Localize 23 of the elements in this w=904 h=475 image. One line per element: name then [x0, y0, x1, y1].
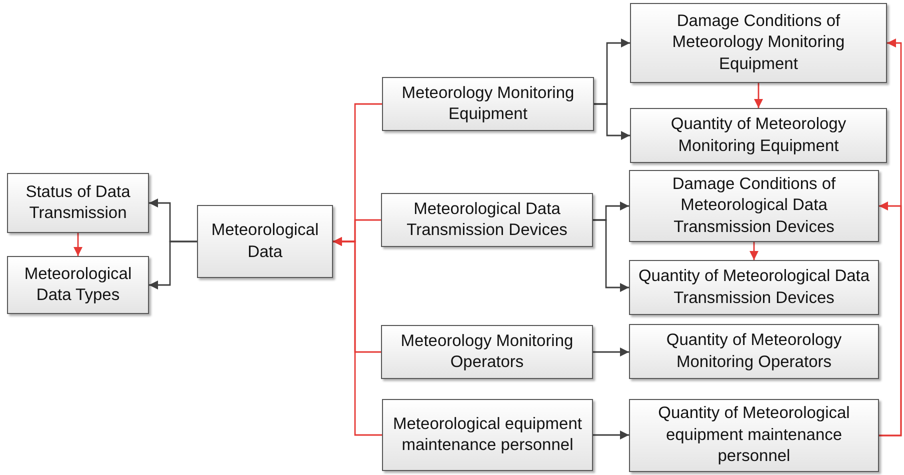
process-box: Meteorological Data: [197, 205, 333, 278]
process-box: Meteorological Data Types: [7, 256, 149, 314]
process-box: Status of Data Transmission: [7, 173, 149, 233]
arrow: [754, 83, 763, 108]
process-box: Meteorological equipment maintenance personnel: [382, 399, 593, 471]
arrow: [593, 219, 629, 292]
arrow: [750, 242, 758, 260]
process-box: Quantity of Meteorology Monitoring Equipment: [630, 108, 887, 163]
process-box: Quantity of Meteorological equipment maintenance personnel: [629, 399, 879, 472]
process-box: Damage Conditions of Meteorological Data Transmission Devices: [629, 170, 879, 242]
process-box: Quantity of Meteorology Monitoring Operators: [629, 324, 879, 379]
process-box: Meteorology Monitoring Operators: [381, 325, 593, 379]
arrow: [879, 202, 902, 436]
arrow: [593, 430, 629, 440]
arrow: [594, 103, 630, 140]
arrow: [333, 237, 382, 436]
process-box: Quantity of Meteorological Data Transmission Devices: [629, 260, 879, 315]
process-box: Meteorological Data Transmission Devices: [381, 193, 593, 247]
arrow: [149, 240, 197, 290]
process-box: Damage Conditions of Meteorology Monitoring Equipment: [630, 3, 887, 83]
process-box: Meteorology Monitoring Equipment: [382, 77, 594, 131]
arrow: [74, 233, 82, 256]
arrow: [593, 348, 629, 356]
